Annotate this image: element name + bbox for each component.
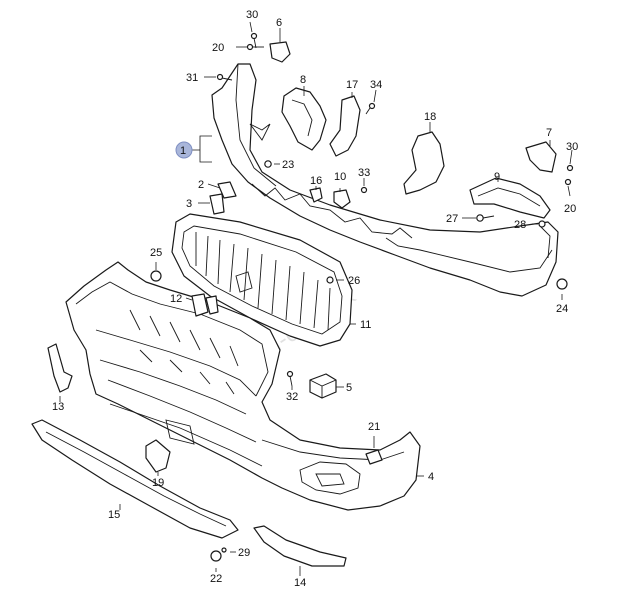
lower-trim-strip[interactable] (253, 525, 347, 567)
callout-28[interactable]: 28 (514, 219, 526, 231)
callout-1-highlight (175, 141, 193, 159)
screw-32[interactable] (286, 370, 294, 387)
callout-6[interactable]: 6 (276, 17, 282, 29)
callout-14[interactable]: 14 (294, 577, 306, 589)
upper-bumper-cover[interactable] (211, 63, 559, 297)
part-6-clip[interactable] (269, 41, 291, 63)
clip-24[interactable] (556, 278, 568, 290)
left-upper-bracket[interactable] (281, 87, 327, 151)
part-5-pad[interactable] (309, 373, 337, 399)
callout-labels: 1 2 3 4 5 6 7 8 9 10 11 12 13 14 15 16 1… (52, 9, 578, 589)
callout-33[interactable]: 33 (358, 167, 370, 179)
callout-3[interactable]: 3 (186, 198, 192, 210)
front-bumper[interactable] (65, 261, 421, 511)
callout-20-right[interactable]: 20 (564, 203, 576, 215)
callout-8[interactable]: 8 (300, 74, 306, 86)
callout-25[interactable]: 25 (150, 247, 162, 259)
callout-30-right[interactable]: 30 (566, 141, 578, 153)
leader-lines (59, 21, 573, 576)
left-side-bracket[interactable] (47, 343, 73, 393)
callout-9[interactable]: 9 (494, 171, 500, 183)
screw-34[interactable] (365, 102, 376, 115)
radiator-grille[interactable] (171, 213, 353, 347)
callout-1[interactable]: 1 (180, 145, 186, 157)
callout-15[interactable]: 15 (108, 509, 120, 521)
callout-29[interactable]: 29 (238, 547, 250, 559)
part-19-cover[interactable] (145, 439, 171, 473)
callout-31[interactable]: 31 (186, 72, 198, 84)
callout-18[interactable]: 18 (424, 111, 436, 123)
callout-2[interactable]: 2 (198, 179, 204, 191)
callout-27[interactable]: 27 (446, 213, 458, 225)
clip-22[interactable] (210, 550, 222, 562)
callout-17[interactable]: 17 (346, 79, 358, 91)
callout-30-top[interactable]: 30 (246, 9, 258, 21)
screw-31[interactable] (216, 73, 233, 81)
callout-34[interactable]: 34 (370, 79, 382, 91)
part-3-bracket[interactable] (209, 193, 225, 215)
callout-16[interactable]: 16 (310, 175, 322, 187)
lower-skid-plate[interactable] (31, 419, 239, 539)
callout-12[interactable]: 12 (170, 293, 182, 305)
callout-21[interactable]: 21 (368, 421, 380, 433)
callout-13[interactable]: 13 (52, 401, 64, 413)
callout-23[interactable]: 23 (282, 159, 294, 171)
callout-22[interactable]: 22 (210, 573, 222, 585)
screw-23[interactable] (264, 160, 272, 168)
callout-19[interactable]: 19 (152, 477, 164, 489)
callout-24[interactable]: 24 (556, 303, 568, 315)
callout-10[interactable]: 10 (334, 171, 346, 183)
clip-25[interactable] (150, 270, 162, 282)
right-rail-bracket[interactable] (469, 177, 551, 219)
callout-26[interactable]: 26 (348, 275, 360, 287)
nut-28[interactable] (538, 220, 546, 228)
part-7-clip[interactable] (525, 141, 557, 173)
part-16-clip[interactable] (309, 187, 323, 203)
part-10-clip[interactable] (333, 189, 351, 209)
part-17-bracket[interactable] (329, 95, 361, 157)
part-12-emblem-base[interactable] (191, 293, 219, 317)
bolt-27[interactable] (476, 214, 495, 222)
callout-11[interactable]: 11 (360, 319, 371, 331)
callout-32[interactable]: 32 (286, 391, 298, 403)
clip-26[interactable] (326, 276, 334, 284)
screw-30b[interactable] (566, 164, 574, 172)
part-21-plate[interactable] (365, 449, 383, 465)
fasteners (150, 32, 574, 562)
screw-30a[interactable] (250, 32, 258, 49)
screw-33[interactable] (360, 186, 368, 194)
callout-5[interactable]: 5 (346, 382, 352, 394)
callout-4[interactable]: 4 (428, 471, 434, 483)
right-side-bracket[interactable] (403, 131, 445, 195)
callout-7[interactable]: 7 (546, 127, 552, 139)
screw-20b[interactable] (564, 178, 572, 186)
screw-29[interactable] (221, 547, 227, 553)
callout-20-top[interactable]: 20 (212, 42, 224, 54)
